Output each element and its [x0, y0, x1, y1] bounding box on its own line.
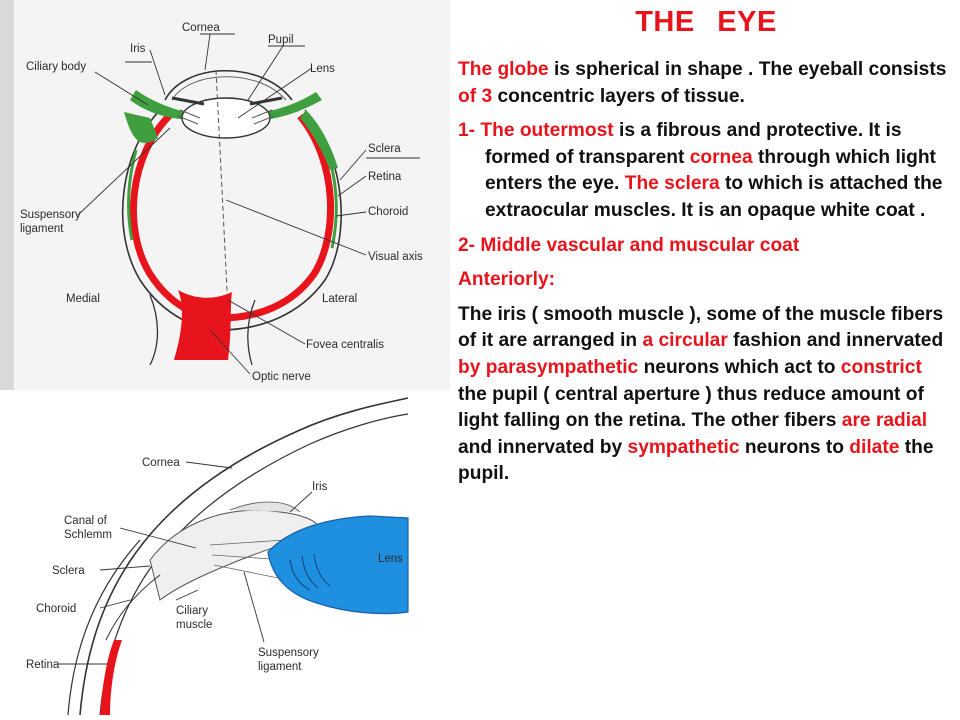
iris_text-run-1: a circular	[642, 330, 728, 352]
label-suspensory-bottom-2: ligament	[258, 661, 302, 673]
layer1-run-4: The sclera	[624, 173, 720, 195]
iris-left	[171, 96, 205, 106]
visual-axis-line	[215, 69, 229, 311]
cornea-outline	[164, 69, 293, 101]
text-panel: THE EYE The globe is spherical in shape …	[458, 6, 954, 496]
intro-run-0: The globe	[458, 59, 549, 80]
retina-red-strip	[100, 640, 122, 715]
intro-run-2: of 3	[458, 85, 493, 107]
suspensory-ligament-lines	[177, 109, 275, 125]
layer-1-paragraph: 1- The outermost is a fibrous and protec…	[458, 118, 954, 224]
iris-right	[249, 96, 283, 106]
label-ciliary-2: muscle	[176, 619, 212, 631]
label-suspensory-bottom-1: Suspensory	[258, 647, 319, 659]
label-visual-axis: Visual axis	[368, 251, 423, 263]
layer1-run-5: to which is attached the extraocular mus…	[485, 173, 943, 221]
label-sclera: Sclera	[368, 143, 401, 155]
label-cornea-bottom: Cornea	[142, 457, 180, 469]
label-sclera-bottom: Sclera	[52, 565, 85, 577]
eyeball-cross-section	[121, 69, 342, 366]
scan-edge-left	[0, 0, 14, 390]
ciliary-body-left	[130, 90, 188, 120]
label-lens-bottom: Lens	[378, 553, 403, 565]
label-suspensory-2: ligament	[20, 223, 64, 235]
label-canal-2: Schlemm	[64, 529, 112, 541]
label-pupil: Pupil	[268, 34, 294, 46]
iris_text-run-3: by parasympathetic	[458, 356, 639, 378]
anterior-segment-section	[67, 397, 409, 716]
iris_text-run-2: fashion and innervated	[727, 330, 944, 352]
layer1-run-1: is a fibrous and protective. It is forme…	[485, 120, 902, 168]
label-canal-1: Canal of	[64, 515, 108, 527]
iris_text-run-4: neurons which act to	[638, 356, 841, 378]
iris_text-run-9: sympathetic	[627, 436, 740, 458]
iris_text-run-10: neurons to	[739, 436, 850, 458]
label-iris-bottom: Iris	[312, 481, 328, 493]
sclera-curve	[67, 539, 141, 716]
lens-fiber-arcs	[289, 553, 331, 591]
choroid-right-green	[300, 110, 338, 170]
optic-sheath-left	[149, 294, 159, 366]
cornea-curve-outer	[79, 397, 409, 716]
eye-diagrams-svg: Cornea Iris Pupil Ciliary body Lens Scle…	[0, 0, 450, 720]
bottom-leader-lines	[58, 461, 313, 665]
label-cornea: Cornea	[182, 22, 220, 34]
layer1-run-2: cornea	[689, 146, 753, 168]
layer1-run-3: through which light enters the eye.	[485, 146, 936, 195]
layer1-run-0: 1- The outermost	[458, 120, 614, 142]
anteriorly-heading: Anteriorly:	[458, 269, 556, 291]
label-medial: Medial	[66, 293, 100, 305]
label-ciliary-body: Ciliary body	[26, 61, 86, 73]
label-ciliary-1: Ciliary	[176, 605, 208, 617]
ciliary-body-right	[262, 92, 322, 120]
intro-run-1: is spherical in shape . The eyeball cons…	[548, 59, 947, 80]
label-lens: Lens	[310, 63, 335, 75]
optic-sheath-right	[247, 299, 256, 366]
label-suspensory-1: Suspensory	[20, 209, 81, 221]
intro-run-3: concentric layers of tissue.	[492, 85, 745, 107]
iris_text-run-0: The iris ( smooth muscle ), some of the …	[458, 303, 944, 352]
iris_text-run-12: the pupil.	[458, 436, 934, 485]
iris_text-run-6: the pupil ( central aperture ) thus redu…	[458, 383, 924, 432]
top-leader-lines	[77, 33, 420, 375]
label-fovea-centralis: Fovea centralis	[306, 339, 384, 351]
label-choroid-bottom: Choroid	[36, 603, 76, 615]
label-optic-nerve: Optic nerve	[252, 371, 311, 383]
choroid-left-green	[124, 112, 158, 143]
intro-paragraph: The globe is spherical in shape . The ey…	[458, 57, 954, 110]
lens-blue-shape	[267, 515, 409, 615]
slide-title: THE EYE	[635, 6, 777, 38]
iris_text-run-5: constrict	[840, 356, 922, 378]
label-lateral: Lateral	[322, 293, 357, 305]
iris_text-run-8: and innervated by	[458, 436, 628, 458]
iris-region	[229, 501, 301, 513]
label-retina: Retina	[368, 171, 402, 183]
optic-nerve-shape	[174, 290, 232, 360]
iris-paragraph: The iris ( smooth muscle ), some of the …	[458, 302, 954, 488]
choroid-left-stripe	[127, 149, 138, 241]
label-choroid: Choroid	[368, 206, 408, 218]
layer-2-heading: 2- Middle vascular and muscular coat	[458, 234, 800, 256]
label-retina-bottom: Retina	[26, 659, 60, 671]
choroid-curve	[105, 574, 161, 641]
iris_text-run-7: are radial	[841, 410, 928, 432]
cornea-inner	[171, 76, 287, 101]
iris_text-run-11: dilate	[849, 436, 900, 458]
label-iris: Iris	[130, 43, 146, 55]
diagram-panel: Cornea Iris Pupil Ciliary body Lens Scle…	[0, 0, 450, 720]
choroid-right-stripe	[328, 159, 338, 249]
